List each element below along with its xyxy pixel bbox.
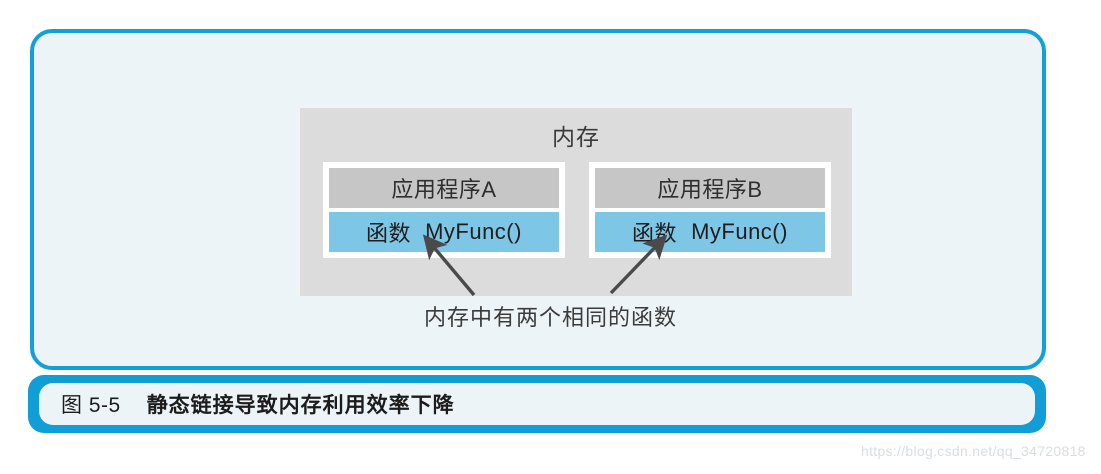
application-a-function-name: MyFunc() [425,219,522,244]
application-a-title: 应用程序A [329,168,559,208]
figure-panel: 内存 应用程序A 函数 MyFunc() 应用程序B 函数 MyFunc() [30,29,1046,370]
caption-bar: 图 5-5 静态链接导致内存利用效率下降 [28,375,1046,433]
application-b-function-box: 函数 MyFunc() [595,212,825,252]
application-a-function-box: 函数 MyFunc() [329,212,559,252]
caption-inner: 图 5-5 静态链接导致内存利用效率下降 [39,383,1035,425]
application-b-function-word: 函数 [632,221,678,246]
application-b-title: 应用程序B [595,168,825,208]
memory-container: 内存 应用程序A 函数 MyFunc() 应用程序B 函数 MyFunc() [300,108,852,296]
application-block-a: 应用程序A 函数 MyFunc() [323,162,565,258]
watermark-text: https://blog.csdn.net/qq_34720818 [861,443,1086,459]
annotation-label: 内存中有两个相同的函数 [423,305,677,330]
application-a-function-word: 函数 [366,221,412,246]
memory-label: 内存 [552,124,600,150]
caption-title: 静态链接导致内存利用效率下降 [146,394,455,417]
application-b-function-name: MyFunc() [691,219,788,244]
application-block-b: 应用程序B 函数 MyFunc() [589,162,831,258]
caption-figure-number: 图 5-5 [61,394,121,417]
